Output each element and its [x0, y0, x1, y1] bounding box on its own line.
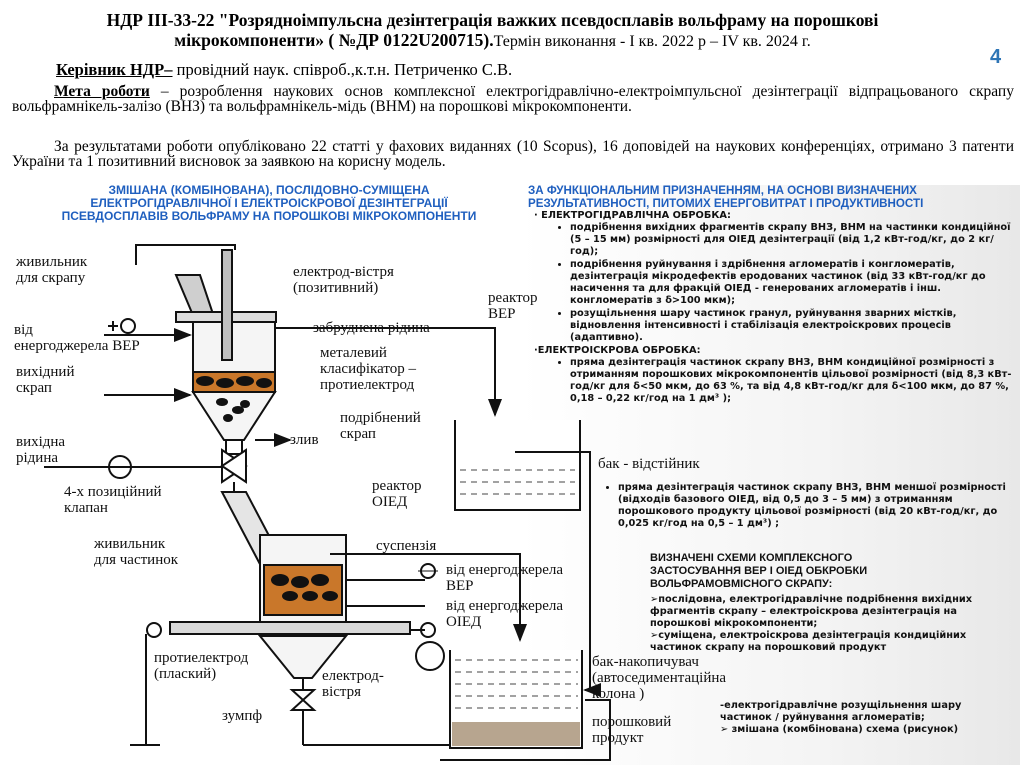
right-panel-background — [520, 185, 1020, 765]
leader-line: Керівник НДР– провідний наук. співроб.,к… — [56, 60, 512, 80]
scheme-item: ➢суміщена, електроіскрова дезінтеграція … — [650, 630, 967, 653]
label-dirty-liquid: забруднена рідина — [313, 320, 430, 336]
right-header-line: РЕЗУЛЬТАТИВНОСТІ, ПИТОМИХ ЕНЕРГОВИТРАТ І… — [528, 197, 924, 210]
schemes-title-line: ЗАСТОСУВАННЯ ВЕР І ОІЕД ОБКРОБКИ — [650, 565, 868, 577]
sump-valve — [289, 689, 317, 711]
right-header-line: ЗА ФУНКЦІОНАЛЬНИМ ПРИЗНАЧЕННЯМ, НА ОСНОВ… — [528, 184, 917, 197]
goal-paragraph: Мета роботи – розроблення наукових основ… — [12, 83, 1014, 115]
es-item-2: пряма дезінтеграція частинок скрапу ВНЗ,… — [604, 482, 1014, 531]
diagram-header-line: ПСЕВДОСПЛАВІВ ВОЛЬФРАМУ НА ПОРОШКОВІ МІК… — [61, 209, 477, 223]
settling-tank — [454, 420, 581, 511]
right-header: ЗА ФУНКЦІОНАЛЬНИМ ПРИЗНАЧЕННЯМ, НА ОСНОВ… — [528, 184, 1018, 210]
title-line-2: мікрокомпоненти» ( №ДР 0122U200715). — [174, 30, 494, 50]
diagram-header-line: ЕЛЕКТРОГІДРАВЛІЧНОЇ І ЕЛЕКТРОІСКРОВОЇ ДЕ… — [90, 196, 448, 210]
schemes-title-line: ВИЗНАЧЕНІ СХЕМИ КОМПЛЕКСНОГО — [650, 552, 853, 564]
results-paragraph: За результатами роботи опубліковано 22 с… — [12, 138, 1014, 170]
bottom-item: ➢ змішана (комбінована) схема (рисунок) — [720, 724, 959, 735]
schemes-list: ➢послідовна, електрогідравлічне подрібне… — [650, 594, 1016, 654]
es-title: ·ЕЛЕКТРОІСКРОВА ОБРОБКА: — [534, 345, 701, 356]
schemes-title: ВИЗНАЧЕНІ СХЕМИ КОМПЛЕКСНОГО ЗАСТОСУВАНН… — [650, 552, 1010, 591]
label-counter-flat: протиелектрод(плаский) — [154, 650, 249, 682]
eh-title: · ЕЛЕКТРОГІДРАВЛІЧНА ОБРОБКА: — [534, 210, 731, 221]
bottom-list: -електрогідравлічне розущільнення шару ч… — [720, 700, 1016, 736]
label-drain: злив — [290, 432, 319, 448]
scheme-item: ➢послідовна, електрогідравлічне подрібне… — [650, 594, 973, 629]
es-item: пряма дезінтеграція частинок скрапу ВНЗ,… — [570, 357, 1016, 405]
goal-text: – розроблення наукових основ комплексної… — [12, 83, 1014, 115]
goal-label: Мета роботи — [54, 83, 150, 100]
eh-item: розущільнення шару частинок гранул, руйн… — [570, 308, 1016, 344]
title-term: Термін виконання - І кв. 2022 р – IV кв.… — [493, 33, 811, 50]
powder-product-layer — [452, 722, 580, 746]
ver-cone — [191, 391, 277, 441]
page-title: НДР ІІІ-33-22 "Розрядноімпульсна дезінте… — [20, 10, 965, 52]
ver-electrode-rod — [221, 249, 233, 361]
leader-text: провідний наук. співроб.,к.т.н. Петричен… — [172, 60, 513, 79]
title-line-1: НДР ІІІ-33-22 "Розрядноімпульсна дезінте… — [106, 10, 879, 30]
label-settling-tank: бак - відстійник — [598, 456, 700, 472]
label-electrode-tip2: електрод-вістря — [322, 668, 384, 700]
eh-item: подрібнення руйнування і здрібнення агло… — [570, 259, 1016, 307]
electrohydraulic-section: · ЕЛЕКТРОГІДРАВЛІЧНА ОБРОБКА: подрібненн… — [534, 210, 1016, 406]
page-number: 4 — [990, 46, 1002, 68]
bottom-item: -електрогідравлічне розущільнення шару ч… — [720, 700, 962, 723]
flat-counter-electrode — [169, 621, 411, 635]
label-electrode-tip: електрод-вістря(позитивний) — [293, 264, 394, 296]
ver-reactor-body — [192, 314, 276, 374]
eh-item: подрібнення вихідних фрагментів скрапу В… — [570, 222, 1016, 258]
label-sump: зумпф — [222, 708, 263, 724]
diagram-header: ЗМІШАНА (КОМБІНОВАНА), ПОСЛІДОВНО-СУМІЩЕ… — [14, 184, 524, 223]
diagram-header-line: ЗМІШАНА (КОМБІНОВАНА), ПОСЛІДОВНО-СУМІЩЕ… — [108, 183, 430, 197]
oied-cone — [257, 635, 349, 679]
label-suspension: суспензія — [376, 538, 437, 554]
schemes-title-line: ВОЛЬФРАМОВМІСНОГО СКРАПУ: — [650, 578, 833, 590]
es-item: пряма дезінтеграція частинок скрапу ВНЗ,… — [618, 482, 1014, 530]
leader-label: Керівник НДР– — [56, 60, 173, 79]
